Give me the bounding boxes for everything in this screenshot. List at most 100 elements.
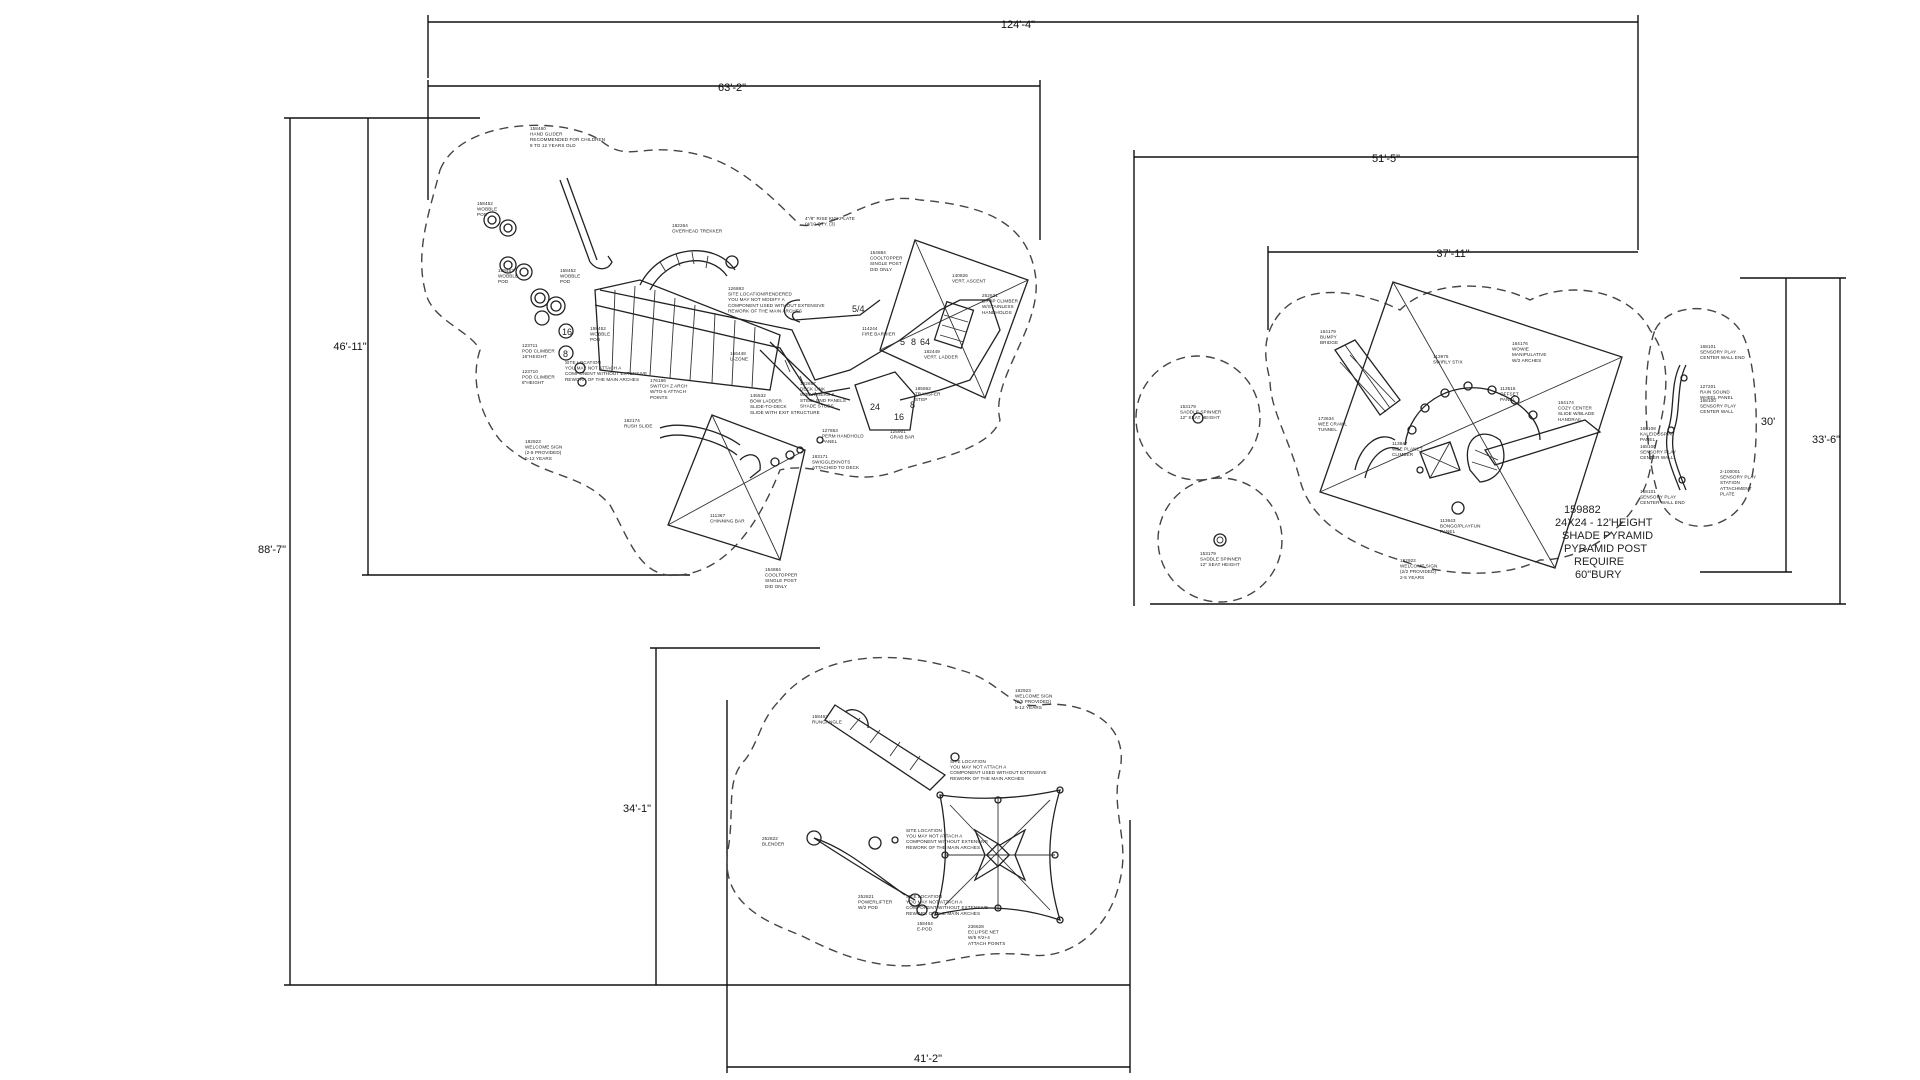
sensory-label-line: CENTER WALL xyxy=(1700,409,1734,414)
site-location-label-line: REWORK OF THE MAIN ARCHES xyxy=(565,377,639,382)
powerlifter-label: 252821 xyxy=(858,894,874,899)
welcome-sign-label: 182922 xyxy=(1400,558,1416,563)
sensory-label-line: WHEEL PANEL xyxy=(1700,395,1734,400)
vert-ascent-label: 140826 xyxy=(952,273,968,278)
sensory-label: 168100 xyxy=(1640,444,1656,449)
saddle-spinner-label: 153179 xyxy=(1180,404,1196,409)
offset-panel-label: 113516 xyxy=(1500,386,1516,391)
welcome-sign-label-line: WELCOME SIGN xyxy=(1400,564,1437,569)
welcome-sign-label: 182923 xyxy=(1015,688,1031,693)
deck-number: 5/4 xyxy=(852,304,865,314)
shade-pyramid-bury: 60"BURY xyxy=(1575,569,1622,581)
vert-ladder-label: 182449 xyxy=(924,349,940,354)
drop-climber-label: 262631 xyxy=(982,293,998,298)
drop-climber-label-line: W/STAINLESS xyxy=(982,304,1014,309)
wobble-pod-label-line: WOBBLE xyxy=(560,274,580,279)
sensory-label-line: CENTER WALL END xyxy=(1700,355,1745,360)
svg-text:24X24 - 12'HEIGHT: 24X24 - 12'HEIGHT xyxy=(1555,517,1653,529)
transfer-step-label: 185862 xyxy=(915,386,931,391)
grab-bar-label: 125901 xyxy=(890,429,906,434)
site-location-label-line: YOU MAY NOT ATTACH A xyxy=(950,765,1007,770)
sensory-label-line: SENSORY PLAY xyxy=(1700,350,1736,355)
wobble-pod-label-line: POD xyxy=(498,279,509,284)
uzone-label-line: U-ZONE xyxy=(730,357,748,362)
right-inner-height-label: 30' xyxy=(1761,416,1775,428)
svg-text:60"BURY: 60"BURY xyxy=(1575,569,1622,581)
sensory-label: 168101 xyxy=(1700,344,1716,349)
site-location-label-line: SITE LOCATION/RENDERED xyxy=(728,292,792,297)
bongo-panel-label: 113643 xyxy=(1440,518,1456,523)
deck-number: 16 xyxy=(894,412,904,422)
site-location-label-line: YOU MAY NOT MODIFY A xyxy=(728,297,786,302)
deck-link-label-line: W/BARRIERS & xyxy=(800,392,835,397)
site-location-label: SITE LOCATION xyxy=(565,360,601,365)
wobble-pod-label: 158452 xyxy=(590,326,606,331)
sensory-label: 127201 xyxy=(1700,384,1716,389)
cozy-center-label-line: COZY CENTER xyxy=(1558,406,1593,411)
eclipse-net xyxy=(934,789,1061,922)
wowie-label-line: MANIPULATIVE xyxy=(1512,352,1547,357)
shade-pyramid-require: REQUIRE xyxy=(1574,556,1624,568)
lower-height-label: 34'-1" xyxy=(623,803,651,815)
pod-climber-label-line: POD CLIMBER xyxy=(522,349,555,354)
sensory-label-line: SENSORY PLAY xyxy=(1640,450,1676,455)
sensory-zone xyxy=(1645,308,1757,527)
overhead-trekker-label-line: OVERHEAD TREKKER xyxy=(672,229,723,234)
deck-number: 5 xyxy=(900,337,905,347)
saddle-spinner-label-line: 12" SEAT HEIGHT xyxy=(1180,415,1220,420)
welcome-sign-label-line: 2-5 YEARS xyxy=(1400,575,1424,580)
offset-panel-label-line: PANEL xyxy=(1500,397,1516,402)
bow-ladder-label-line: BOW LADDER xyxy=(750,399,782,404)
e-pod-label-line: E-POD xyxy=(917,927,933,932)
deck-link-label-line: STEEL END PANELS xyxy=(800,398,846,403)
site-location-label-line: REWORK OF THE MAIN ARCHES xyxy=(950,776,1024,781)
site-location-label-line: YOU MAY NOT ATTACH A xyxy=(565,366,622,371)
fire-barrier-label-line: FIRE BARRIER xyxy=(862,332,896,337)
switch-z-label: 176186 xyxy=(650,378,666,383)
site-location-label-line: COMPONENT USED WITHOUT EXTENSIVE xyxy=(728,303,825,308)
wobble-pod-label-line: POD xyxy=(477,212,488,217)
cooltopper-label-line: SINGLE POST xyxy=(870,261,902,266)
saddle-spinner-label: 153179 xyxy=(1200,551,1216,556)
e-pod-label: 158464 xyxy=(917,921,933,926)
bongo-panel-label-line: BONGO/PLAYFUN xyxy=(1440,524,1481,529)
wobble-pod-label: 158452 xyxy=(477,201,493,206)
svg-text:159882: 159882 xyxy=(1564,504,1601,516)
plant-climber-label-line: CLIMBER xyxy=(1392,452,1414,457)
site-location-label-line: YOU MAY NOT ATTACH A xyxy=(906,834,963,839)
svg-text:SHADE PYRAMID: SHADE PYRAMID xyxy=(1562,530,1653,542)
switch-z-label-line: POINTS xyxy=(650,395,668,400)
hand-glider-label-line: RECOMMENDED FOR CHILDREN xyxy=(530,137,605,142)
eclipse-net-label: 236628 xyxy=(968,924,984,929)
rush-slide-label-line: RUSH SLIDE xyxy=(624,424,653,429)
shade-pyramid-type: SHADE PYRAMID xyxy=(1562,530,1653,542)
cooltopper-label-line: DID ONLY xyxy=(765,584,787,589)
welcome-sign-label-line: 5-12 YEARS xyxy=(1015,705,1042,710)
bow-ladder-label-line: SLIDE WITH EXIT STRUCTURE xyxy=(750,410,820,415)
welcome-sign-label-line: 5-12 YEARS xyxy=(525,456,552,461)
grab-bar-label-line: GRAB BAR xyxy=(890,435,915,440)
sensory-label: 168101 xyxy=(1640,489,1656,494)
crawl-tunnel-label-line: WEE CRAWL xyxy=(1318,422,1347,427)
cooltopper-upper xyxy=(879,239,1029,399)
welcome-sign-label-line: (2/5 PROVIDED) xyxy=(1015,699,1051,704)
bumpy-bridge-label-line: BRIDGE xyxy=(1320,340,1338,345)
site-location-label-line: COMPONENT USED WITHOUT EXTENSIVE xyxy=(950,770,1047,775)
